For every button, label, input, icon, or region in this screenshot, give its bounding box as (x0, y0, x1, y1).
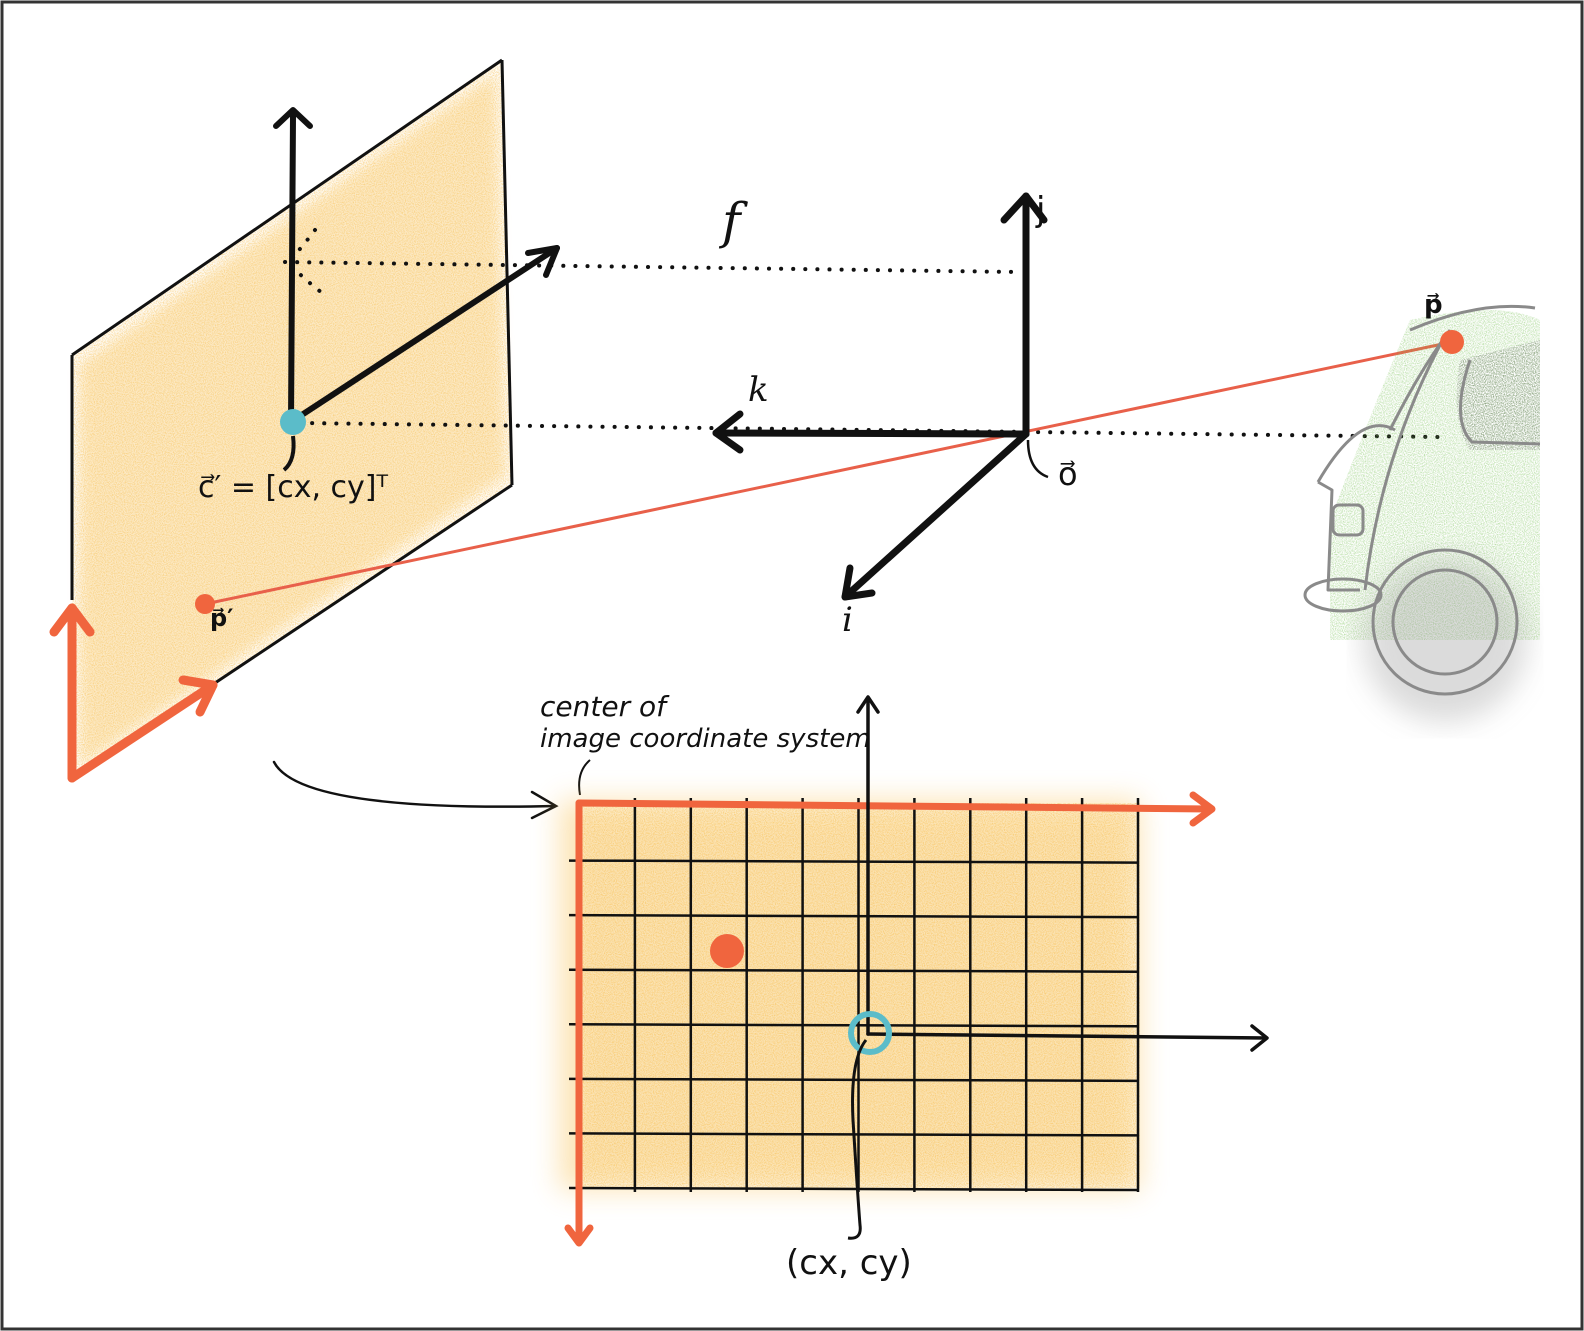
grid-line-horizontal (568, 968, 1139, 973)
image-2d-fill (580, 803, 1140, 1188)
image-principal-point (848, 1011, 892, 1055)
image-grid (568, 798, 1140, 1192)
image-plane-axes-red (49, 603, 218, 783)
image-principal-leader (847, 1039, 868, 1240)
transform-arrow (272, 760, 559, 820)
world-point (1440, 330, 1464, 354)
plane-edge-top (71, 58, 503, 357)
image-principal-axes (856, 695, 1269, 1052)
focal-length-dotted (283, 228, 1020, 298)
image-2d-red-axes (564, 791, 1216, 1247)
projection-ray (204, 340, 1453, 606)
image-projected-point (710, 934, 744, 968)
plane-edge-bottom (214, 483, 513, 685)
projected-point (195, 594, 215, 614)
car-icon (1303, 304, 1541, 722)
principal-point-marker (280, 409, 306, 435)
principal-point-leader (282, 435, 296, 472)
camera-world-axes (712, 192, 1048, 601)
image-2d (560, 695, 1269, 1247)
origin-leader (1026, 439, 1049, 479)
image-origin-leader (578, 759, 591, 796)
grid-line-horizontal (568, 859, 1139, 864)
plane-edge-right (500, 59, 514, 486)
grid-line-horizontal (568, 1186, 1139, 1192)
grid-line-horizontal (568, 913, 1139, 919)
plane-camera-axes (273, 107, 560, 425)
